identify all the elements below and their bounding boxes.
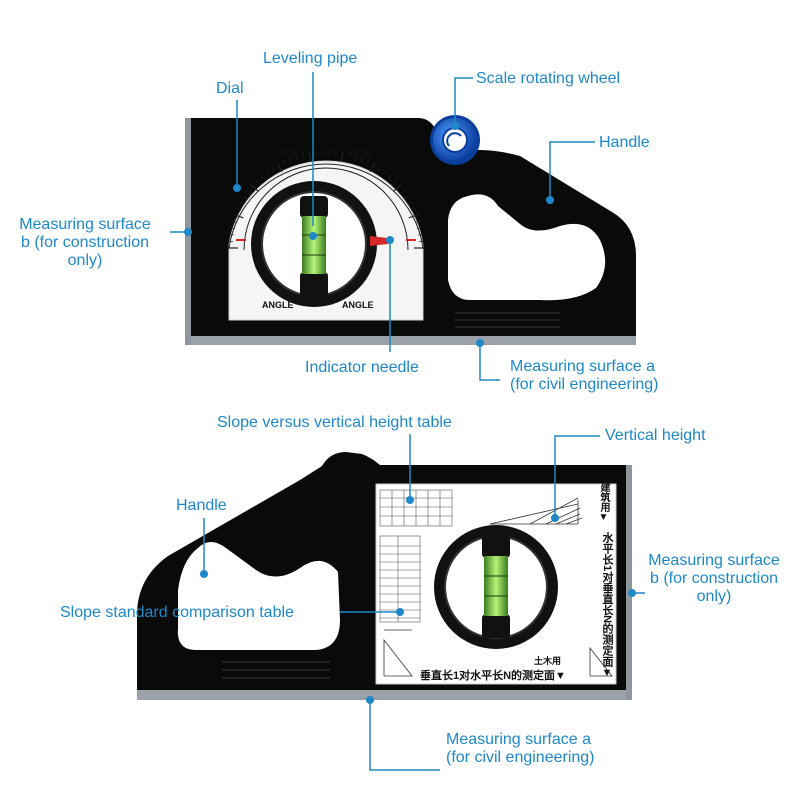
dial-tick <box>366 159 370 165</box>
bottom-device <box>137 452 632 700</box>
dial-tick <box>282 159 286 165</box>
dial-tick <box>233 213 244 219</box>
dial-tick <box>408 213 419 219</box>
plate-side-text: 水平长1对垂直长N的测定面▼ <box>601 532 613 680</box>
label-bottom-surface-a-line2: (for civil engineering) <box>446 749 595 766</box>
dial-ticks <box>228 150 424 249</box>
label-top-surface-a-line2: (for civil engineering) <box>510 376 659 393</box>
plate-bottom-text: 垂直长1对水平长N的测定面▼ <box>420 670 566 682</box>
dial-tick <box>231 220 237 223</box>
dial-tick <box>416 227 422 230</box>
dial-tick <box>387 174 392 180</box>
label-bottom-surface-b-line3: only) <box>696 588 732 605</box>
plate-triangles <box>383 629 613 677</box>
dial-tick <box>288 157 292 162</box>
dial-tick <box>315 150 317 156</box>
top-device <box>185 115 636 345</box>
dial-tick <box>340 151 344 162</box>
dial-tick <box>393 184 402 192</box>
dial-tick <box>407 201 413 205</box>
bottom-leveling-vial <box>484 556 508 616</box>
label-bottom-surface-b-line1: Measuring surface <box>648 552 780 569</box>
top-handle-cutout <box>448 194 606 301</box>
dial-tick <box>335 150 337 156</box>
dial-tick <box>250 184 259 192</box>
dial-tick <box>228 234 234 236</box>
dial-angle-right: ANGLE <box>342 300 374 310</box>
bottom-surface-a-edge <box>137 690 632 700</box>
dial-tick <box>270 166 275 172</box>
label-bottom-surface-b-line2: b (for construction <box>649 570 779 587</box>
dial-tick <box>255 179 260 184</box>
dial-tick <box>242 195 248 200</box>
label-top-surface-b-line3: only) <box>67 252 103 269</box>
dial-tick <box>246 190 251 194</box>
label-slope-compare: Slope standard comparison table <box>60 604 294 621</box>
dial-tick <box>260 174 265 180</box>
dial-tick <box>369 162 376 173</box>
label-top-handle: Handle <box>599 134 650 151</box>
slope-comparison-table <box>379 535 421 623</box>
bottom-handle-cutout <box>177 542 340 650</box>
label-bottom-surface-b: Measuring surface b (for construction on… <box>636 552 792 606</box>
vertical-height-diagram <box>489 497 583 525</box>
top-callout-lines <box>170 72 595 381</box>
dial-tick <box>415 220 421 223</box>
dial-tick <box>401 190 406 194</box>
top-surface-a-edge <box>185 336 636 345</box>
dial-rise-left: RISE <box>276 149 300 160</box>
label-indicator-needle: Indicator needle <box>305 359 419 376</box>
dial-tick <box>276 162 283 173</box>
label-vertical-height: Vertical height <box>605 427 706 444</box>
bottom-callout-dots <box>200 496 636 704</box>
slope-vertical-height-table <box>379 489 453 527</box>
plate-construction-text: 建筑用▼ <box>598 482 609 523</box>
dial-tick <box>230 227 236 230</box>
dial-tick <box>392 179 397 184</box>
dial-tick <box>308 151 312 162</box>
scale-wheel <box>430 115 480 165</box>
plate-civil-text: 土木用 <box>534 656 562 666</box>
label-bottom-surface-a-line1: Measuring surface a <box>446 731 591 748</box>
top-indicator-needle <box>370 236 388 246</box>
dial-tick <box>236 207 242 211</box>
label-top-surface-b-line2: b (for construction <box>20 234 150 251</box>
dial-tick <box>265 170 270 175</box>
label-top-surface-b: Measuring surface b (for construction on… <box>2 216 168 270</box>
dial-angle-left: ANGLE <box>262 300 294 310</box>
dial-tick <box>295 154 298 160</box>
dial-tick <box>382 170 387 175</box>
dial-tick <box>301 152 304 158</box>
top-leveling-vial <box>302 216 326 274</box>
dial-tick <box>348 152 351 158</box>
dial-tick <box>418 234 424 236</box>
bottom-callout-lines <box>203 434 645 771</box>
dial-tick <box>410 207 416 211</box>
dial-tick <box>404 195 410 200</box>
dial-tick <box>360 157 364 162</box>
label-top-surface-a-line1: Measuring surface a <box>510 358 655 375</box>
dial-tick <box>377 166 382 172</box>
label-scale-wheel: Scale rotating wheel <box>476 70 621 87</box>
label-top-surface-b-line1: Measuring surface <box>19 216 151 233</box>
top-callout-dots <box>184 122 554 347</box>
label-dial: Dial <box>216 80 244 97</box>
label-slope-table: Slope versus vertical height table <box>217 414 452 431</box>
bottom-surface-b-edge <box>626 465 632 700</box>
dial-tick <box>354 154 357 160</box>
dial-rise-right: RISE <box>350 149 374 160</box>
label-bottom-handle: Handle <box>176 497 227 514</box>
label-leveling-pipe: Leveling pipe <box>263 50 358 67</box>
dial-tick <box>239 201 245 205</box>
